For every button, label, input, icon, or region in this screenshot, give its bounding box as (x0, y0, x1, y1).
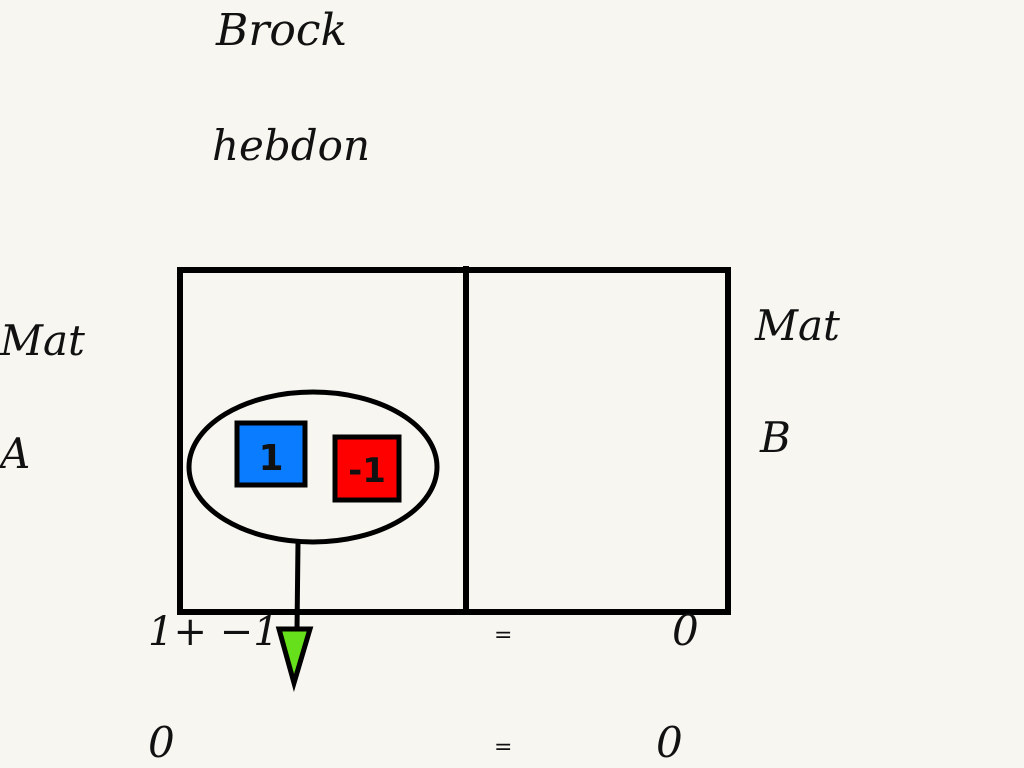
tile-positive[interactable]: 1 (234, 420, 308, 488)
zero-pair-circle (186, 389, 440, 545)
mat-b-word: Mat (754, 301, 840, 350)
name-first: Brock (215, 5, 347, 56)
equation-1-equals: = (494, 623, 512, 648)
tile-negative-square (332, 434, 402, 503)
tile-negative-label: -1 (348, 451, 386, 491)
equation-1-left: 1+ −1 (148, 609, 279, 655)
tile-negative[interactable]: -1 (332, 434, 402, 503)
mat-b-letter: B (759, 413, 791, 462)
arrow-shaft (294, 541, 301, 631)
mat-frame (177, 267, 731, 615)
mat-a-letter: A (0, 429, 30, 478)
name-last: hebdon (212, 121, 370, 170)
mat-a-word: Mat (0, 316, 85, 365)
equation-1-right: 0 (672, 606, 699, 655)
arrow-head (275, 626, 314, 693)
equation-2-left: 0 (148, 718, 175, 767)
equation-2-equals: = (494, 735, 512, 760)
tile-positive-label: 1 (258, 438, 283, 479)
tile-positive-square (234, 420, 308, 488)
equation-2-right: 0 (656, 718, 683, 767)
